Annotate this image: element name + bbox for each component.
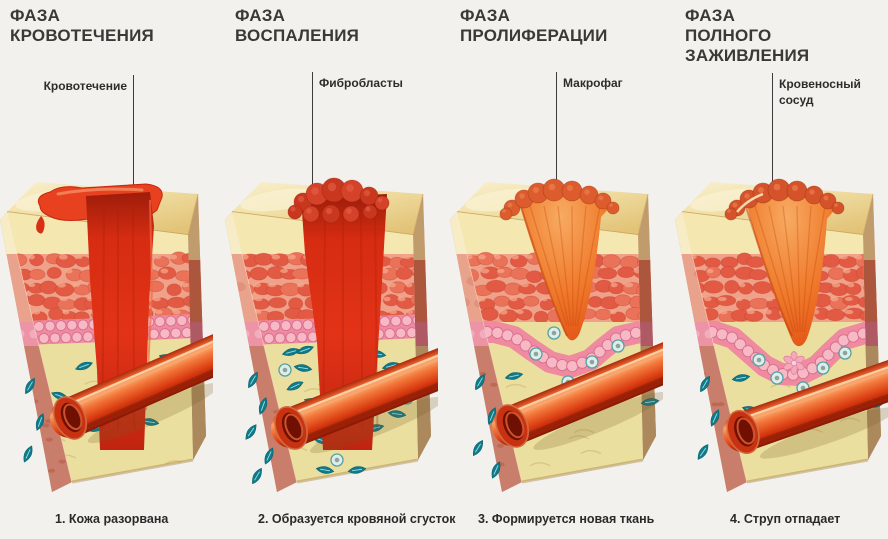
phase-panel-3: ФАЗА ПРОЛИФЕРАЦИИ Макрофаг 3. Формируетс…: [450, 0, 663, 539]
phase-panel-4: ФАЗА ПОЛНОГО ЗАЖИВЛЕНИЯ Кровеносный сосу…: [675, 0, 888, 539]
phase-caption: 3. Формируется новая ткань: [478, 512, 655, 526]
callout-label: Кровеносный сосуд: [779, 77, 861, 107]
skin-illustration-inflammation: [225, 177, 438, 492]
phase-title: ФАЗА ПРОЛИФЕРАЦИИ: [460, 6, 608, 45]
callout-label: Фибробласты: [319, 76, 403, 90]
phase-panel-2: ФАЗА ВОСПАЛЕНИЯ Фибробласты 2. Образуетс…: [225, 0, 456, 539]
phase-panel-1: ФАЗА КРОВОТЕЧЕНИЯ Кровотечение 1. Кожа р…: [0, 0, 213, 539]
skin-illustration-bleeding: [0, 182, 213, 492]
phase-title: ФАЗА КРОВОТЕЧЕНИЯ: [10, 6, 154, 45]
callout-line: [133, 75, 135, 215]
phase-title: ФАЗА ПОЛНОГО ЗАЖИВЛЕНИЯ: [685, 6, 810, 65]
phase-caption: 2. Образуется кровяной сгусток: [258, 512, 456, 526]
callout-label: Макрофаг: [563, 76, 623, 90]
skin-illustration-healed: [675, 178, 888, 492]
phase-title: ФАЗА ВОСПАЛЕНИЯ: [235, 6, 360, 45]
callout-label: Кровотечение: [43, 79, 127, 93]
skin-illustration-proliferation: [450, 178, 663, 492]
phase-caption: 4. Струп отпадает: [730, 512, 841, 526]
phase-caption: 1. Кожа разорвана: [55, 512, 169, 526]
